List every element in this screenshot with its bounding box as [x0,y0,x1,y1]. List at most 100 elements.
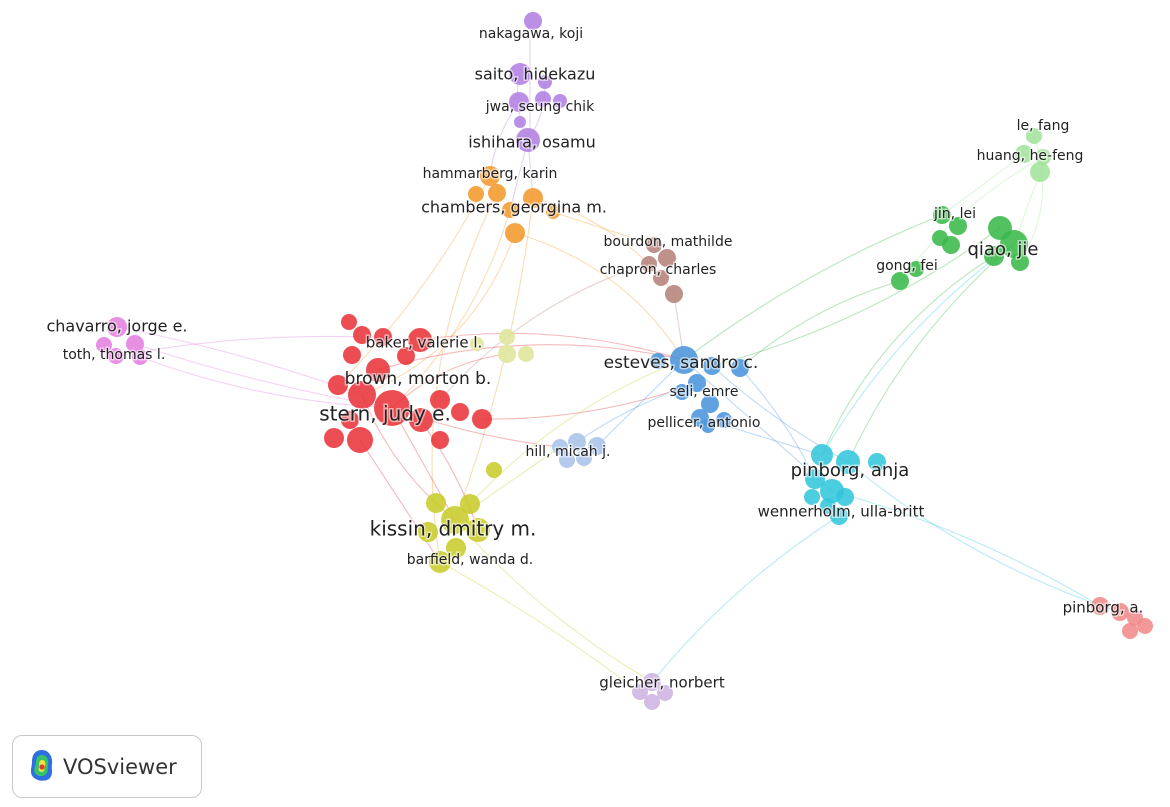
author-node[interactable] [949,217,967,235]
author-node[interactable] [657,685,673,701]
author-node[interactable] [132,349,148,365]
author-label[interactable]: hill, micah j. [524,443,612,462]
author-node[interactable] [366,358,390,382]
author-label[interactable]: seli, emre [668,383,740,402]
author-label[interactable]: jwa, seung chik [483,98,596,117]
author-node[interactable] [535,91,551,107]
author-node[interactable] [486,462,502,478]
author-node[interactable] [933,206,951,224]
author-label[interactable]: kissin, dmitry m. [368,515,538,542]
author-node[interactable] [516,128,540,152]
author-node[interactable] [804,489,820,505]
author-label[interactable]: huang, he-feng [975,147,1085,166]
author-node[interactable] [701,395,719,413]
author-node[interactable] [908,261,924,277]
author-node[interactable] [653,270,669,286]
author-node[interactable] [441,506,469,534]
author-node[interactable] [576,450,592,466]
author-node[interactable] [509,63,531,85]
author-node[interactable] [588,437,606,455]
author-node[interactable] [466,518,490,542]
author-node[interactable] [460,494,480,514]
author-label[interactable]: ishihara, osamu [467,131,598,153]
author-label[interactable]: bourdon, mathilde [602,233,734,252]
author-label[interactable]: gleicher, norbert [598,672,727,693]
author-node[interactable] [498,345,516,363]
author-node[interactable] [658,249,676,267]
author-node[interactable] [502,202,518,218]
author-node[interactable] [984,246,1004,266]
author-label[interactable]: nakagawa, koji [477,25,584,44]
author-label[interactable]: brown, morton b. [343,368,493,391]
author-node[interactable] [328,375,348,395]
author-node[interactable] [731,359,749,377]
author-node[interactable] [665,285,683,303]
author-node[interactable] [418,522,438,542]
author-node[interactable] [559,452,575,468]
author-node[interactable] [632,684,648,700]
author-label[interactable]: chapron, charles [598,261,718,280]
author-node[interactable] [374,390,410,426]
author-label[interactable]: le, fang [1015,117,1071,136]
author-node[interactable] [820,498,836,514]
author-node[interactable] [552,439,568,455]
author-node[interactable] [1011,253,1029,271]
author-node[interactable] [409,408,433,432]
author-node[interactable] [347,427,373,453]
author-node[interactable] [644,694,660,710]
author-node[interactable] [674,384,690,400]
author-node[interactable] [341,411,359,429]
author-node[interactable] [353,326,371,344]
author-node[interactable] [324,428,344,448]
author-node[interactable] [108,348,124,364]
author-label[interactable]: baker, valerie l. [364,332,484,353]
author-node[interactable] [553,94,567,108]
author-node[interactable] [538,75,552,89]
author-node[interactable] [868,453,886,471]
author-node[interactable] [451,403,469,421]
author-node[interactable] [431,431,449,449]
author-label[interactable]: saito, hidekazu [473,63,597,85]
author-label[interactable]: toth, thomas l. [61,346,167,365]
author-node[interactable] [805,469,825,489]
author-node[interactable] [568,433,586,451]
author-label[interactable]: chambers, georgina m. [420,196,609,218]
author-node[interactable] [1091,597,1109,615]
author-node[interactable] [499,329,515,345]
author-node[interactable] [830,507,848,525]
author-node[interactable] [107,317,127,337]
author-node[interactable] [348,381,376,409]
author-node[interactable] [480,166,500,186]
author-node[interactable] [811,444,833,466]
author-node[interactable] [646,237,662,253]
author-node[interactable] [397,347,415,365]
author-node[interactable] [374,328,392,346]
author-label[interactable]: chavarro, jorge e. [45,315,189,337]
author-node[interactable] [523,188,543,208]
author-node[interactable] [1111,603,1129,621]
author-label[interactable]: gong, fei [875,257,940,276]
author-node[interactable] [1137,618,1153,634]
vosviewer-brand-badge[interactable]: VOSviewer [12,735,202,798]
author-node[interactable] [703,357,721,375]
author-node[interactable] [426,493,446,513]
author-node[interactable] [1026,128,1042,144]
author-node[interactable] [1000,230,1028,258]
author-node[interactable] [430,390,450,410]
author-node[interactable] [429,551,451,573]
author-node[interactable] [1015,145,1033,163]
author-node[interactable] [509,92,529,112]
author-node[interactable] [518,346,534,362]
author-node[interactable] [1035,149,1051,165]
author-node[interactable] [470,337,484,351]
author-label[interactable]: jin, lei [932,205,978,224]
author-node[interactable] [836,450,860,474]
author-node[interactable] [126,335,144,353]
author-label[interactable]: esteves, sandro c. [602,352,760,375]
author-node[interactable] [716,412,732,428]
author-node[interactable] [643,673,661,691]
author-node[interactable] [650,353,666,369]
author-label[interactable]: qiao, jie [966,238,1040,262]
author-label[interactable]: barfield, wanda d. [405,551,535,570]
